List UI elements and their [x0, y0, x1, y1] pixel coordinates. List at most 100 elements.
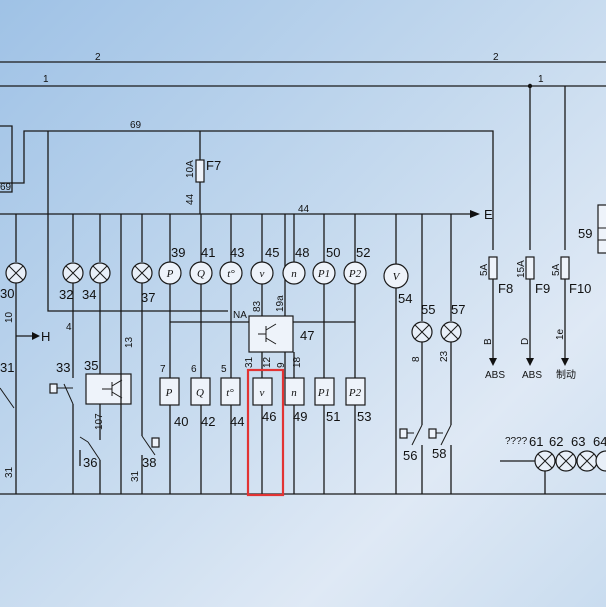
highlight-box: [246, 368, 285, 497]
gauge-p1-label: P1: [317, 268, 330, 280]
sensor-q-label: Q: [196, 387, 204, 399]
comp-59: 59: [578, 226, 592, 241]
terminal-brake: 制动: [556, 368, 576, 381]
comp-41: 41: [201, 245, 215, 260]
fuse-f7-label: F7: [206, 158, 221, 173]
wire-19a-label: 19a: [275, 295, 286, 312]
wire-6-label: 6: [191, 364, 197, 375]
wire-left-loop: [0, 125, 13, 193]
comp-37: 37: [141, 290, 155, 305]
comp-38: 38: [142, 455, 156, 470]
comp-50: 50: [326, 245, 340, 260]
switch-38-actuator: [151, 437, 160, 448]
switch-58-actuator: [428, 428, 437, 439]
comp-54: 54: [398, 291, 412, 306]
switch-38: [141, 435, 156, 456]
gauge-v: [250, 261, 274, 285]
wire-12-label: 12: [262, 356, 273, 368]
node-dot: [527, 83, 533, 89]
terminal-e: E: [484, 207, 493, 222]
lamp-55-cross: [414, 324, 430, 340]
sensor-v-label: v: [260, 387, 265, 399]
fuse-f10: [560, 256, 570, 280]
terminal-h: H: [41, 329, 50, 344]
lamp-30-cross: [8, 265, 24, 281]
fuse-f7: [195, 159, 205, 183]
sensor-p2-label: P2: [348, 387, 362, 399]
comp-48: 48: [295, 245, 309, 260]
wire-23-label: 23: [439, 350, 450, 362]
wire-31-label-b: 31: [130, 470, 141, 482]
switch-33: [57, 383, 74, 405]
terminal-abs-2: ABS: [522, 370, 542, 381]
comp-52: 52: [356, 245, 370, 260]
gauge-q-label: Q: [197, 268, 205, 280]
gauge-p2-label: P2: [348, 268, 362, 280]
gauge-p-label: P: [166, 268, 174, 280]
gauge-p2: [343, 261, 367, 285]
wire-31-label-c: 31: [244, 356, 255, 368]
wire-4: [47, 131, 228, 312]
wire-10-label: 10: [4, 311, 15, 323]
fuse-f8-label: F8: [498, 281, 513, 296]
comp-47: 47: [300, 328, 314, 343]
wire-4-label: 4: [66, 322, 72, 333]
wire-7-label: 7: [160, 364, 166, 375]
lamp-32-cross: [65, 265, 81, 281]
comp-31: 31: [0, 360, 14, 375]
rail-1-label-left: 1: [43, 74, 49, 85]
comp-56: 56: [403, 448, 417, 463]
fuse-f8: [488, 256, 498, 280]
wire-83-label: 83: [252, 300, 263, 312]
comp-46: 46: [262, 409, 276, 424]
gauge-voltmeter-label: V: [393, 271, 401, 283]
fuse-f9: [525, 256, 535, 280]
lamp-64: [595, 450, 606, 472]
rail-2-label-right: 2: [493, 52, 499, 63]
lamp-34-cross: [92, 265, 108, 281]
fuse-f10-rating: 5A: [551, 263, 562, 276]
fuse-f7-rating: 10A: [185, 160, 196, 178]
lamp-37-cross: [134, 265, 150, 281]
terminal-1e: 1e: [555, 328, 566, 340]
terminal-d: D: [520, 338, 531, 345]
comp-43: 43: [230, 245, 244, 260]
switch-56: [407, 424, 423, 446]
comp-33: 33: [56, 360, 70, 375]
arrow-h: [32, 332, 40, 340]
switch-33-actuator: [49, 383, 58, 394]
terminal-b: B: [483, 338, 494, 345]
rail-2-label-left: 2: [95, 52, 101, 63]
comp-63: 63: [571, 434, 585, 449]
unknown-label: ????: [505, 436, 528, 447]
sensor-n-label: n: [291, 387, 297, 399]
lamp-61-cross: [537, 453, 553, 469]
comp-42: 42: [201, 414, 215, 429]
arrow-b: [489, 358, 497, 366]
comp-30: 30: [0, 286, 14, 301]
wire-5-label: 5: [221, 364, 227, 375]
module-47: [248, 315, 294, 353]
gauge-v-label: v: [260, 268, 265, 280]
comp-62: 62: [549, 434, 563, 449]
comp-55: 55: [421, 302, 435, 317]
relay-35-transistor: [102, 379, 123, 399]
switch-58: [436, 424, 452, 446]
comp-35: 35: [84, 358, 98, 373]
comp-51: 51: [326, 409, 340, 424]
terminal-abs-1: ABS: [485, 370, 505, 381]
lamp-57-cross: [443, 324, 459, 340]
component-59-box: [597, 204, 606, 254]
switch-31: [0, 387, 15, 409]
switch-56-actuator: [399, 428, 408, 439]
gauge-n-label: n: [291, 268, 297, 280]
comp-44: 44: [230, 414, 244, 429]
comp-57: 57: [451, 302, 465, 317]
comp-45: 45: [265, 245, 279, 260]
rail-1-label-right: 1: [538, 74, 544, 85]
bus-44-label: 44: [298, 204, 310, 215]
comp-64: 64: [593, 434, 606, 449]
comp-36: 36: [83, 455, 97, 470]
wire-31-label: 31: [4, 466, 15, 478]
fuse-f10-label: F10: [569, 281, 591, 296]
